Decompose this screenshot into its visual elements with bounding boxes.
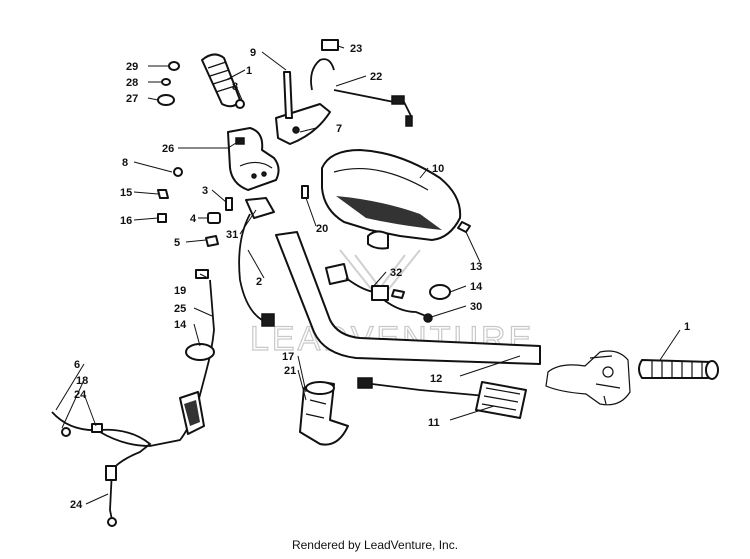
harness-connector [261, 313, 275, 327]
callout-5: 5 [174, 237, 180, 249]
callout-15: 15 [120, 187, 132, 199]
callout-17: 17 [282, 351, 294, 363]
housing-screw [225, 197, 233, 211]
callout-4: 4 [190, 213, 197, 225]
switch-housing [299, 381, 349, 446]
kill-switch [325, 263, 433, 323]
callout-29: 29 [126, 61, 138, 73]
callout-6: 6 [74, 359, 80, 371]
callout-8-lower: 8 [122, 157, 128, 169]
callout-14-right: 14 [470, 281, 483, 293]
heater-harness [310, 39, 413, 127]
lock-washer [157, 189, 169, 199]
callout-24-upper: 24 [74, 389, 87, 401]
mount-block [245, 197, 275, 219]
callout-31: 31 [226, 229, 238, 241]
cable-clamp-left [185, 343, 215, 361]
handlebar-pad [321, 149, 462, 250]
callout-26: 26 [162, 143, 174, 155]
callout-28: 28 [126, 77, 138, 89]
callout-19: 19 [174, 285, 186, 297]
cable-end-ball [107, 517, 117, 527]
nut [157, 213, 167, 223]
brake-bracket [275, 71, 331, 145]
callout-7: 7 [336, 123, 342, 135]
callout-10: 10 [432, 163, 444, 175]
callout-8-upper: 8 [232, 81, 238, 93]
grip-heater [357, 377, 527, 419]
leader-lines [55, 45, 681, 505]
callout-12: 12 [430, 373, 442, 385]
grip-end-washer [161, 78, 171, 86]
washer [173, 167, 183, 177]
right-grip [638, 359, 719, 380]
callout-32: 32 [390, 267, 402, 279]
pad-screw [457, 221, 471, 233]
callout-21: 21 [284, 365, 296, 377]
mount-screw [205, 235, 219, 247]
callout-18: 18 [76, 375, 88, 387]
cable-end-fitting [61, 427, 71, 437]
callout-13: 13 [470, 261, 482, 273]
callout-22: 22 [370, 71, 382, 83]
callout-27: 27 [126, 93, 138, 105]
callout-25: 25 [174, 303, 186, 315]
throttle-housing [545, 350, 631, 406]
callout-9: 9 [250, 47, 256, 59]
callout-20: 20 [316, 223, 328, 235]
switch-harness [238, 213, 263, 321]
callout-labels: 1 1 2 3 4 5 6 7 8 8 9 10 11 12 13 14 14 … [70, 43, 690, 511]
cable-ferrule [91, 423, 103, 433]
cable-sleeve [105, 465, 117, 481]
spacer [207, 212, 221, 224]
callout-24-lower: 24 [70, 499, 83, 511]
callout-1-right: 1 [684, 321, 690, 333]
handlebar [275, 231, 541, 365]
callout-3: 3 [202, 185, 208, 197]
grip-end-plug [157, 94, 175, 106]
callout-23: 23 [350, 43, 362, 55]
grip-end-cap [168, 61, 180, 71]
pad-mount-screw [301, 185, 309, 199]
callout-2: 2 [256, 276, 262, 288]
callout-30: 30 [470, 301, 482, 313]
callout-14-left: 14 [174, 319, 187, 331]
render-credit: Rendered by LeadVenture, Inc. [291, 538, 459, 552]
callout-11: 11 [428, 417, 440, 429]
brake-cable [51, 411, 152, 521]
left-control-housing [227, 127, 280, 191]
upper-washer [235, 99, 245, 109]
callout-16: 16 [120, 215, 132, 227]
callout-1-left: 1 [246, 65, 252, 77]
cable-clamp-right [429, 284, 451, 300]
